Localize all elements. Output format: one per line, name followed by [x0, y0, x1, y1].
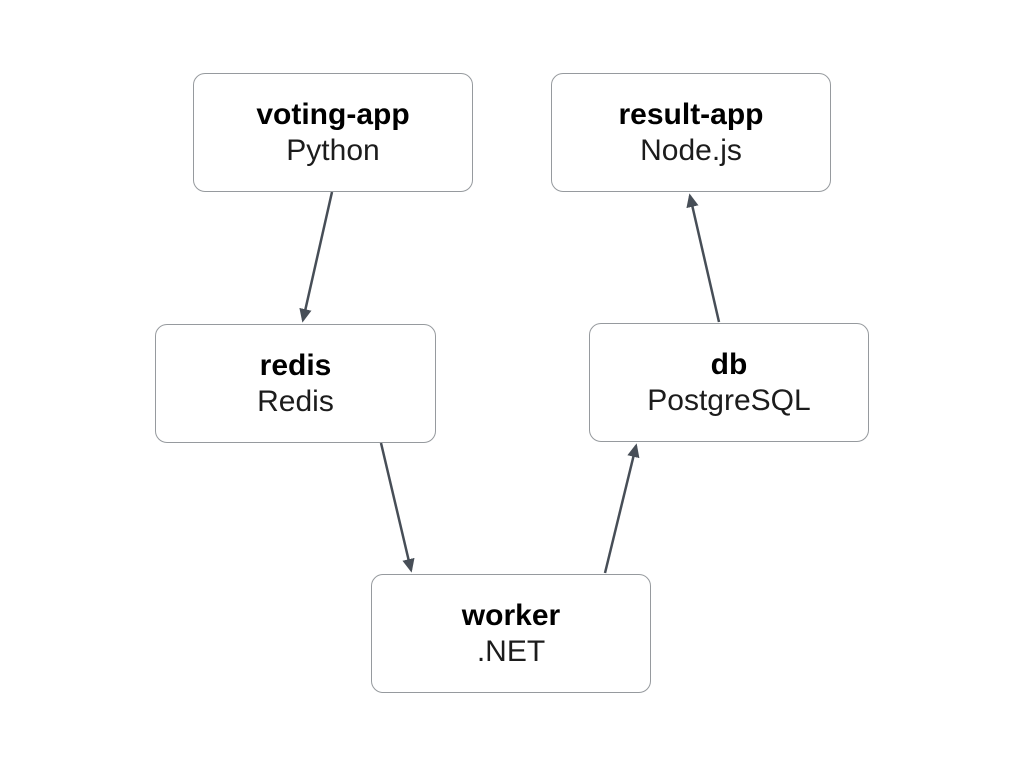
edge-voting-app-to-redis: [299, 191, 334, 323]
node-subtitle: Python: [286, 133, 380, 167]
node-title: voting-app: [256, 97, 410, 131]
node-title: worker: [461, 598, 561, 632]
node-subtitle: Redis: [257, 384, 334, 418]
node-subtitle: Node.js: [640, 133, 742, 167]
edge-worker-to-db: [603, 443, 640, 574]
node-subtitle: PostgreSQL: [647, 383, 811, 417]
node-redis: redis Redis: [155, 324, 436, 443]
node-title: db: [710, 347, 748, 381]
edge-db-to-result-app: [686, 193, 721, 323]
node-db: db PostgreSQL: [589, 323, 869, 442]
node-worker: worker .NET: [371, 574, 651, 693]
edge-redis-to-worker: [379, 442, 415, 573]
node-voting-app: voting-app Python: [193, 73, 473, 192]
node-result-app: result-app Node.js: [551, 73, 831, 192]
node-title: result-app: [618, 97, 764, 131]
node-title: redis: [259, 348, 332, 382]
node-subtitle: .NET: [476, 634, 546, 668]
